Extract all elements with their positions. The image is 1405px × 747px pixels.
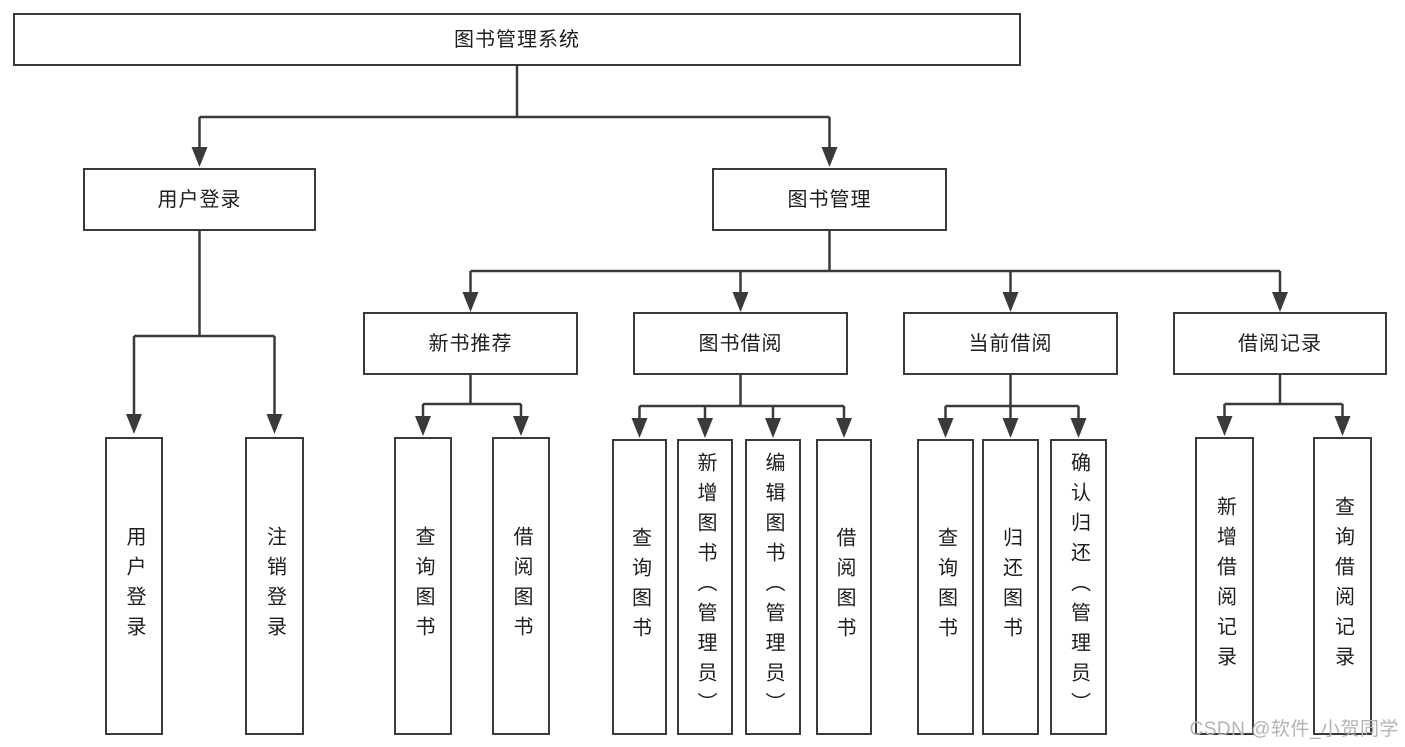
node-nbr-borrow-books-label: 借阅图书 <box>510 526 532 646</box>
node-bb-add-books-label: 新增图书（管理员） <box>694 452 716 722</box>
node-cb-confirm-return: 确认归还（管理员） <box>1050 439 1107 735</box>
node-leaf-logout-label: 注销登录 <box>263 526 286 646</box>
node-new-book-recommend-label: 新书推荐 <box>428 332 513 355</box>
node-book-management: 图书管理 <box>712 168 947 231</box>
node-cb-return-books: 归还图书 <box>982 439 1039 735</box>
node-leaf-user-login-label: 用户登录 <box>123 526 145 646</box>
node-nbr-borrow-books: 借阅图书 <box>492 437 550 735</box>
node-current-borrow-label: 当前借阅 <box>968 332 1053 355</box>
node-book-borrow-label: 图书借阅 <box>698 332 783 355</box>
node-borrow-records: 借阅记录 <box>1173 312 1387 375</box>
node-bb-edit-books-label: 编辑图书（管理员） <box>762 452 784 722</box>
node-leaf-logout: 注销登录 <box>245 437 304 735</box>
node-br-add-record: 新增借阅记录 <box>1195 437 1254 735</box>
node-book-management-label: 图书管理 <box>787 188 872 211</box>
node-bb-edit-books: 编辑图书（管理员） <box>745 439 801 735</box>
node-bb-add-books: 新增图书（管理员） <box>677 439 733 735</box>
node-user-login-label: 用户登录 <box>157 188 242 211</box>
node-cb-query-books-label: 查询图书 <box>934 527 957 647</box>
node-cb-query-books: 查询图书 <box>917 439 974 735</box>
node-br-query-record: 查询借阅记录 <box>1313 437 1372 735</box>
node-nbr-query-books: 查询图书 <box>394 437 452 735</box>
node-root: 图书管理系统 <box>13 13 1021 66</box>
node-borrow-records-label: 借阅记录 <box>1238 332 1322 355</box>
node-new-book-recommend: 新书推荐 <box>363 312 578 375</box>
node-bb-query-books: 查询图书 <box>612 439 667 735</box>
node-bb-borrow-books-label: 借阅图书 <box>833 527 855 647</box>
node-br-query-record-label: 查询借阅记录 <box>1331 496 1354 676</box>
csdn-watermark: CSDN @软件_小贺同学 <box>1189 719 1399 740</box>
node-cb-return-books-label: 归还图书 <box>999 527 1022 647</box>
node-book-borrow: 图书借阅 <box>633 312 848 375</box>
node-user-login: 用户登录 <box>83 168 316 231</box>
node-leaf-user-login: 用户登录 <box>105 437 163 735</box>
node-bb-query-books-label: 查询图书 <box>628 527 651 647</box>
node-bb-borrow-books: 借阅图书 <box>816 439 872 735</box>
node-nbr-query-books-label: 查询图书 <box>412 526 434 646</box>
node-br-add-record-label: 新增借阅记录 <box>1213 496 1236 676</box>
node-cb-confirm-return-label: 确认归还（管理员） <box>1067 452 1090 722</box>
node-current-borrow: 当前借阅 <box>903 312 1118 375</box>
node-root-label: 图书管理系统 <box>454 28 580 51</box>
